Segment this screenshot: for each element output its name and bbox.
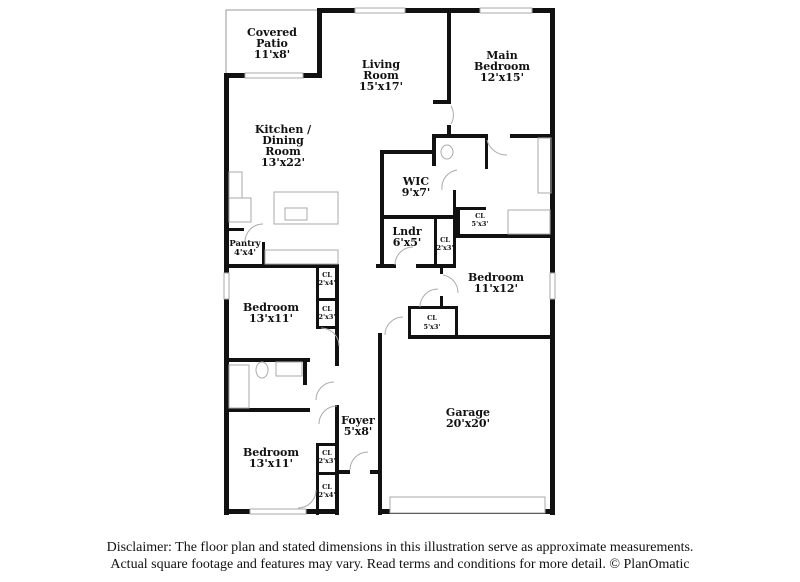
svg-text:Room: Room: [265, 145, 301, 158]
svg-text:2'x3': 2'x3': [437, 244, 454, 252]
svg-text:15'x17': 15'x17': [359, 80, 403, 93]
svg-text:13'x22': 13'x22': [261, 156, 305, 169]
closet-bedroom-1b: CL 2'x3': [319, 305, 336, 321]
svg-text:5'x8': 5'x8': [344, 425, 373, 438]
svg-text:Bedroom: Bedroom: [243, 446, 299, 459]
closet-hall: CL 5'x3': [424, 314, 441, 331]
room-pantry: Pantry 4'x4': [229, 239, 261, 258]
svg-text:6'x5': 6'x5': [393, 236, 422, 249]
svg-text:20'x20': 20'x20': [446, 417, 490, 430]
svg-text:4'x4': 4'x4': [234, 248, 256, 258]
fixtures: [228, 137, 552, 409]
svg-text:2'x4': 2'x4': [319, 279, 336, 287]
svg-text:12'x15': 12'x15': [480, 71, 524, 84]
room-bedroom-right: Bedroom 11'x12': [468, 271, 524, 295]
room-bedroom-left-2: Bedroom 13'x11': [243, 446, 299, 470]
svg-text:9'x7': 9'x7': [402, 186, 431, 199]
closet-foyer: CL 2'x3': [319, 449, 336, 465]
svg-text:CL: CL: [322, 271, 332, 279]
room-kitchen-dining: Kitchen / Dining Room 13'x22': [255, 123, 312, 169]
svg-text:Living: Living: [362, 58, 400, 71]
closet-bath: CL 5'x3': [472, 212, 489, 228]
svg-text:Bedroom: Bedroom: [468, 271, 524, 284]
svg-text:11'x8': 11'x8': [254, 48, 290, 61]
svg-text:WIC: WIC: [402, 175, 429, 188]
windows: [223, 7, 556, 515]
disclaimer-line-1: Disclaimer: The floor plan and stated di…: [106, 540, 694, 555]
svg-text:5'x3': 5'x3': [472, 220, 489, 228]
svg-text:2'x3': 2'x3': [319, 457, 336, 465]
room-living: Living Room 15'x17': [359, 58, 403, 93]
room-laundry: Lndr 6'x5': [392, 225, 421, 249]
room-wic: WIC 9'x7': [402, 175, 431, 199]
svg-text:Main: Main: [486, 49, 517, 62]
room-covered-patio: Covered Patio 11'x8': [247, 26, 297, 61]
svg-text:CL: CL: [440, 236, 450, 244]
svg-text:5'x3': 5'x3': [424, 323, 441, 331]
svg-text:Pantry: Pantry: [229, 239, 261, 249]
svg-text:CL: CL: [475, 212, 485, 220]
disclaimer-line-2: Actual square footage and features may v…: [110, 557, 690, 572]
svg-text:CL: CL: [322, 305, 332, 313]
room-garage: Garage 20'x20': [446, 406, 490, 430]
svg-text:11'x12': 11'x12': [474, 282, 518, 295]
svg-text:CL: CL: [322, 449, 332, 457]
svg-text:2'x3': 2'x3': [319, 313, 336, 321]
closet-bedroom-1a: CL 2'x4': [319, 271, 336, 287]
svg-text:Garage: Garage: [446, 406, 490, 419]
svg-text:Foyer: Foyer: [341, 414, 375, 427]
svg-text:Bedroom: Bedroom: [474, 60, 530, 73]
svg-text:2'x4': 2'x4': [319, 491, 336, 499]
svg-text:Lndr: Lndr: [392, 225, 421, 238]
closet-laundry: CL 2'x3': [437, 236, 454, 252]
doors: [244, 105, 508, 509]
svg-text:Covered: Covered: [247, 26, 297, 39]
closet-bedroom-2: CL 2'x4': [319, 483, 336, 499]
svg-text:Dining: Dining: [262, 134, 304, 147]
room-bedroom-left-1: Bedroom 13'x11': [243, 301, 299, 325]
svg-text:Patio: Patio: [256, 37, 288, 50]
svg-text:Room: Room: [363, 69, 399, 82]
svg-text:CL: CL: [322, 483, 332, 491]
room-main-bedroom: Main Bedroom 12'x15': [474, 49, 530, 84]
svg-text:Kitchen /: Kitchen /: [255, 123, 312, 136]
svg-text:13'x11': 13'x11': [249, 457, 293, 470]
svg-text:Bedroom: Bedroom: [243, 301, 299, 314]
svg-text:13'x11': 13'x11': [249, 312, 293, 325]
room-foyer: Foyer 5'x8': [341, 414, 375, 438]
svg-text:CL: CL: [427, 314, 437, 322]
